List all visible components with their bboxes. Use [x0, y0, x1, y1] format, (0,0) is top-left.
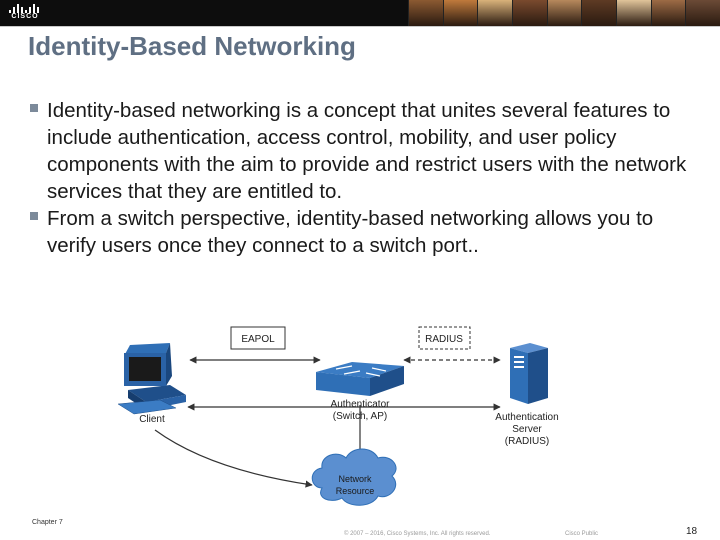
client-resource-arrow [154, 429, 313, 488]
cloud-label-line1: Network [338, 474, 372, 484]
bullet-item: Identity-based networking is a concept t… [30, 97, 695, 205]
header-photo [477, 0, 513, 26]
bullet-text: From a switch perspective, identity-base… [47, 207, 654, 257]
authenticator-label-line1: Authenticator [331, 399, 391, 410]
footer-copyright: © 2007 – 2016, Cisco Systems, Inc. All r… [344, 531, 491, 537]
page-number: 18 [686, 526, 698, 537]
header-photo [581, 0, 617, 26]
footer-classification: Cisco Public [565, 531, 599, 537]
server-label-line3: (RADIUS) [505, 436, 549, 447]
eapol-box: EAPOL [230, 326, 286, 350]
eapol-label: EAPOL [241, 334, 275, 345]
cloud-icon [311, 448, 397, 506]
client-label: Client [139, 414, 165, 425]
header-photo [616, 0, 651, 26]
radius-box: RADIUS [418, 326, 471, 350]
header-photo [685, 0, 720, 26]
header-photo [408, 0, 443, 26]
cisco-logo-text: CISCO [11, 13, 39, 20]
cisco-logo: CISCO [8, 3, 42, 23]
header-photo [546, 0, 582, 26]
bullet-text: Identity-based networking is a concept t… [47, 99, 687, 203]
title-divider [0, 26, 720, 27]
client-computer-icon [117, 343, 186, 415]
bullet-marker-icon [30, 212, 38, 220]
slide-title: Identity-Based Networking [28, 31, 356, 61]
cisco-bridge-icon [8, 3, 42, 13]
server-label-line2: Server [512, 424, 542, 435]
footer-chapter: Chapter 7 [32, 519, 63, 526]
cloud-label-line2: Resource [336, 486, 375, 496]
header-photo-strip [408, 0, 720, 26]
authenticator-label-line2: (Switch, AP) [333, 411, 387, 422]
header-photo [650, 0, 686, 26]
bullet-list: Identity-based networking is a concept t… [30, 97, 695, 259]
header-photo [442, 0, 478, 26]
bullet-marker-icon [30, 104, 38, 112]
switch-icon [316, 362, 404, 396]
identity-network-diagram: EAPOL RADIUS Client Authenticator (Switc… [117, 326, 559, 506]
bullet-item: From a switch perspective, identity-base… [30, 205, 695, 259]
radius-label: RADIUS [425, 334, 463, 345]
server-icon [510, 343, 548, 404]
header-photo [512, 0, 547, 26]
header-bar: CISCO [0, 0, 720, 26]
server-label-line1: Authentication [495, 412, 558, 423]
